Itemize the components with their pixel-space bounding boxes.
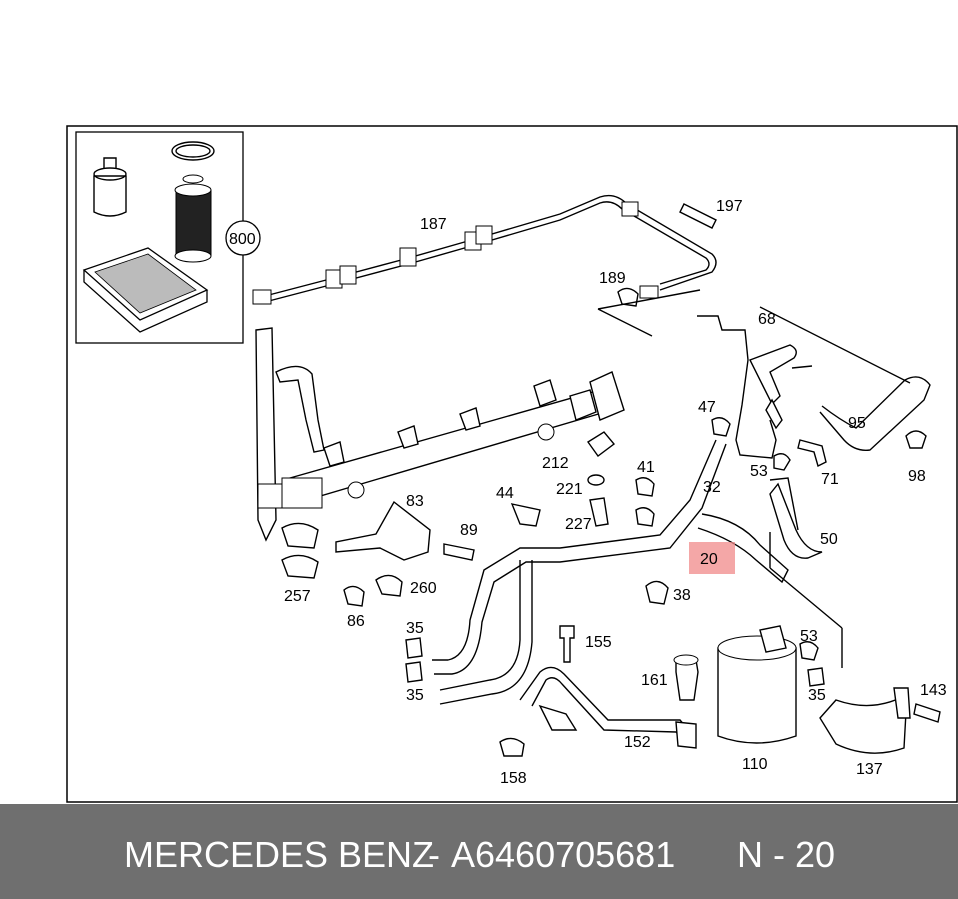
label-35a: 35 <box>406 620 424 637</box>
y-connector-part <box>749 344 797 406</box>
label-50: 50 <box>820 531 838 548</box>
label-53a: 53 <box>750 463 768 480</box>
clip-260-part <box>375 574 403 597</box>
label-189: 189 <box>599 270 626 287</box>
label-800: 800 <box>229 231 256 248</box>
filter-element-part <box>174 174 212 263</box>
fuel-filter-110-part <box>717 625 797 744</box>
label-227: 227 <box>565 516 592 533</box>
leader-lines <box>597 289 911 668</box>
label-35b: 35 <box>406 687 424 704</box>
label-83: 83 <box>406 493 424 510</box>
footer-position-ref: N - 20 <box>737 834 836 875</box>
label-161: 161 <box>641 672 668 689</box>
label-212: 212 <box>542 455 569 472</box>
footer-brand: MERCEDES BENZ <box>124 834 435 875</box>
air-filter-panel-part <box>82 247 209 333</box>
label-137: 137 <box>856 761 883 778</box>
bolt-89-part <box>443 543 475 561</box>
label-86: 86 <box>347 613 365 630</box>
injector-part <box>255 327 325 542</box>
label-71: 71 <box>821 471 839 488</box>
label-41: 41 <box>637 459 655 476</box>
clips-257-part <box>281 522 319 579</box>
valve-44-part <box>510 503 541 527</box>
label-38: 38 <box>673 587 691 604</box>
label-187: 187 <box>420 216 447 233</box>
footer-part-number: A6460705681 <box>451 834 676 875</box>
label-257: 257 <box>284 588 311 605</box>
washer-221-part <box>587 474 605 486</box>
label-20-highlight: 20 <box>700 551 718 568</box>
bracket-83-part <box>335 500 431 561</box>
label-197: 197 <box>716 198 743 215</box>
clip-35c-part <box>807 667 825 687</box>
clip-158-part <box>499 737 525 757</box>
bolt-71-part <box>797 439 827 468</box>
fuel-rail-part <box>289 371 625 503</box>
bolt-155-part <box>559 625 575 663</box>
label-47: 47 <box>698 399 716 416</box>
label-260: 260 <box>410 580 437 597</box>
clip-35b-part <box>405 661 423 683</box>
clip-86-part <box>343 585 365 607</box>
label-98: 98 <box>908 468 926 485</box>
footer-separator: - <box>428 834 440 875</box>
clips-41-part <box>635 477 655 527</box>
clip-38-part <box>645 580 669 605</box>
label-95: 95 <box>848 415 866 432</box>
label-143: 143 <box>920 682 947 699</box>
label-44: 44 <box>496 485 514 502</box>
fuel-system-diagram: 800 187 197 189 68 95 98 71 53 50 <box>66 125 958 803</box>
clip-35a-part <box>405 637 423 659</box>
hose-95-part <box>791 365 931 451</box>
bolt-227-part <box>589 497 609 527</box>
clip-98-part <box>905 430 927 449</box>
connector-197-part <box>679 203 717 229</box>
hose-50-part <box>769 482 823 559</box>
bracket-68-part <box>697 315 777 459</box>
label-221: 221 <box>556 481 583 498</box>
clip-53b-part <box>799 641 819 661</box>
footer-bar: MERCEDES BENZ - A6460705681 N - 20 <box>0 804 958 899</box>
label-110: 110 <box>742 756 768 773</box>
bolt-143-part <box>913 703 941 723</box>
fitting-212-part <box>586 431 616 457</box>
line-152-part <box>519 666 691 743</box>
fuel-filter-canister-part <box>93 157 127 217</box>
leak-off-line-187-part <box>252 194 717 305</box>
label-152: 152 <box>624 734 651 751</box>
label-68: 68 <box>758 311 776 328</box>
hose-20-part <box>432 439 789 705</box>
clip-47-part <box>711 417 731 437</box>
label-53b: 53 <box>800 628 818 645</box>
clip-53a-part <box>773 453 791 471</box>
callout-800-circle <box>225 220 261 256</box>
sensor-161-part <box>675 659 699 701</box>
label-89: 89 <box>460 522 478 539</box>
label-158: 158 <box>500 770 527 787</box>
label-155: 155 <box>585 634 612 651</box>
highlight-box-20 <box>689 542 735 574</box>
label-35c: 35 <box>808 687 826 704</box>
clip-189-part <box>617 287 639 307</box>
seal-ring-part <box>171 141 215 161</box>
filter-kit-inset <box>75 131 244 344</box>
label-32: 32 <box>703 479 721 496</box>
